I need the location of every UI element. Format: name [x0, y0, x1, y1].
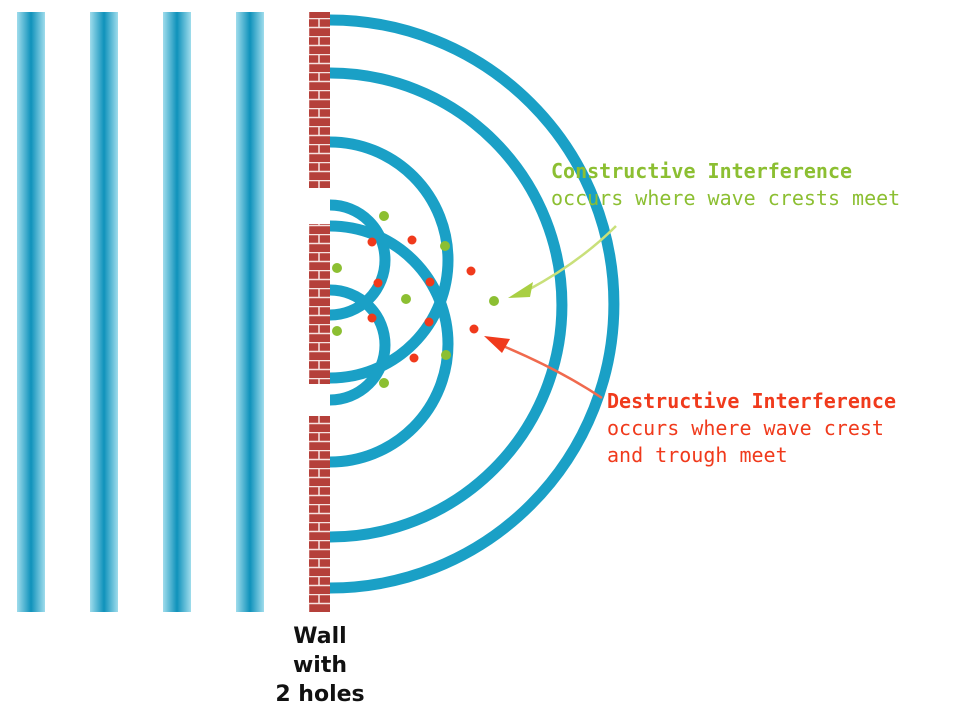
- destructive-point: [425, 277, 435, 287]
- destructive-point: [367, 313, 377, 323]
- plane-wave-2: [90, 12, 118, 612]
- destructive-point: [469, 324, 479, 334]
- bottom-source-ring-2: [329, 284, 391, 406]
- constructive-heading: Constructive Interference: [551, 159, 853, 183]
- outer-wavefront: [329, 14, 620, 594]
- constructive-text: occurs where wave crests meet: [551, 186, 901, 210]
- wall-top-segment: [309, 12, 330, 188]
- wall-bottom-segment: [309, 416, 330, 612]
- destructive-point: [424, 317, 434, 327]
- bottom-source-ring-1: [329, 220, 454, 468]
- plane-wave-4: [236, 12, 264, 612]
- constructive-point: [489, 296, 499, 306]
- wall-label-line3: 2 holes: [275, 682, 365, 707]
- constructive-point: [379, 211, 389, 221]
- arrow-icon: [508, 225, 617, 298]
- constructive-interference-label: Constructive Interference occurs where w…: [551, 158, 900, 212]
- destructive-text-line2: and trough meet: [607, 443, 788, 467]
- destructive-point: [373, 278, 383, 288]
- constructive-point: [441, 350, 451, 360]
- wavefront-2: [329, 67, 568, 543]
- constructive-point: [401, 294, 411, 304]
- constructive-point: [332, 326, 342, 336]
- constructive-point: [379, 378, 389, 388]
- wall-middle-segment: [309, 224, 330, 384]
- wall-label-line1: Wall: [293, 624, 347, 649]
- destructive-interference-label: Destructive Interference occurs where wa…: [607, 388, 896, 469]
- wall-label: Wall with 2 holes: [262, 622, 378, 709]
- destructive-text-line1: occurs where wave crest: [607, 416, 884, 440]
- plane-wave-1: [17, 12, 45, 612]
- destructive-heading: Destructive Interference: [607, 389, 896, 413]
- destructive-point: [409, 353, 419, 363]
- plane-wave-3: [163, 12, 191, 612]
- destructive-point: [367, 237, 377, 247]
- constructive-point: [440, 241, 450, 251]
- top-source-ring-2: [329, 199, 391, 321]
- destructive-point: [407, 235, 417, 245]
- constructive-point: [332, 263, 342, 273]
- destructive-point: [466, 266, 476, 276]
- wall-label-line2: with: [292, 653, 348, 678]
- arrow-icon: [484, 336, 603, 400]
